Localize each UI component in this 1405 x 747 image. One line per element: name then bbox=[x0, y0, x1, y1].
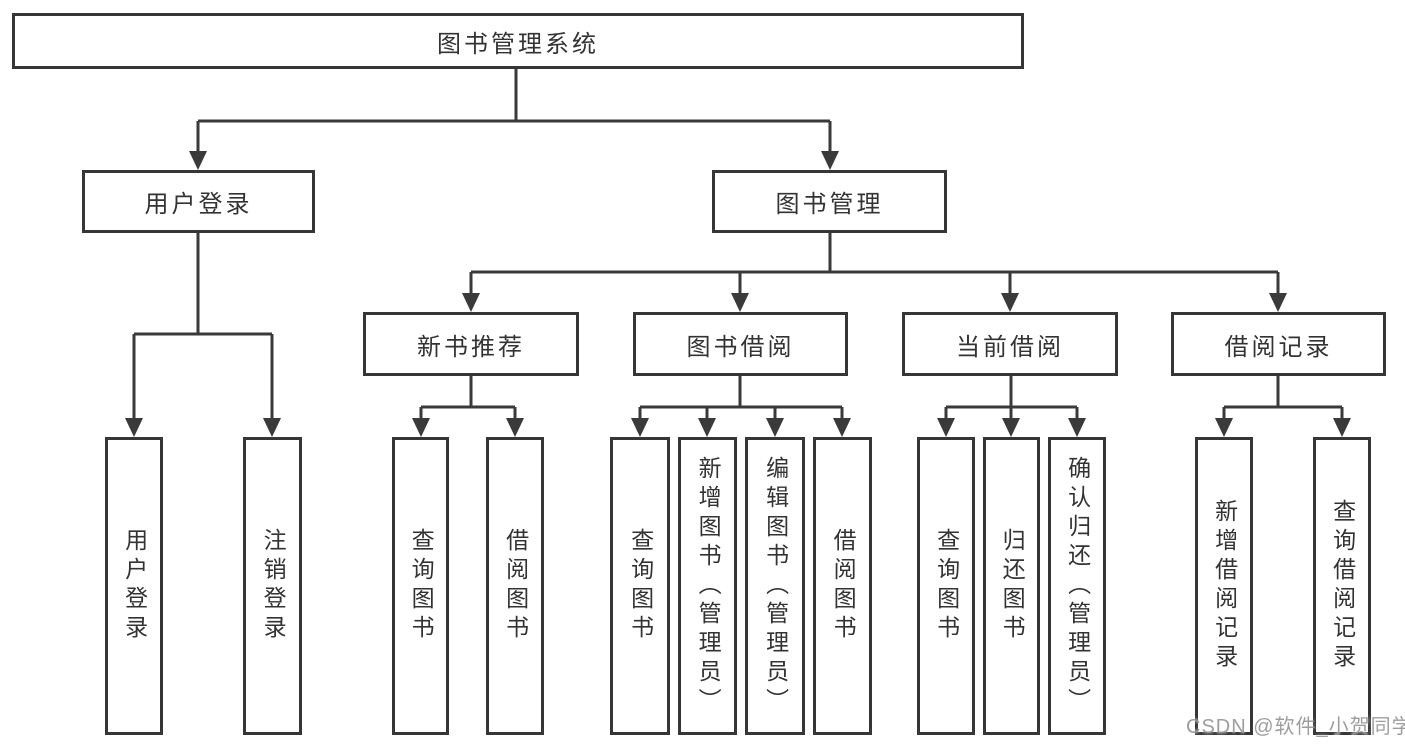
node-label: 借阅图书 bbox=[502, 528, 529, 644]
node-label: 用户登录 bbox=[121, 528, 148, 644]
node-user-login: 用户登录 bbox=[82, 170, 315, 233]
node-label: 归还图书 bbox=[999, 528, 1026, 644]
node-label: 查询借阅记录 bbox=[1329, 499, 1356, 673]
node-label: 查询图书 bbox=[933, 528, 960, 644]
node-leaf-user-login: 用户登录 bbox=[105, 437, 163, 735]
node-root: 图书管理系统 bbox=[12, 13, 1024, 69]
node-leaf-nb-query-books: 查询图书 bbox=[392, 437, 449, 735]
node-leaf-bb-query-books: 查询图书 bbox=[610, 437, 670, 735]
connector-borrowrecord-to-leaves bbox=[1215, 376, 1351, 437]
csdn-watermark: CSDN @软件_小贺同学 bbox=[1186, 716, 1405, 738]
node-borrow-record: 借阅记录 bbox=[1171, 312, 1386, 376]
node-label: 新增图书（管理员） bbox=[695, 455, 722, 717]
node-label: 借阅图书 bbox=[830, 528, 857, 644]
node-label: 查询图书 bbox=[408, 528, 435, 644]
node-label: 注销登录 bbox=[260, 528, 287, 644]
node-leaf-br-query-record: 查询借阅记录 bbox=[1313, 437, 1371, 735]
connector-currentborrow-to-leaves bbox=[937, 376, 1086, 437]
connector-userlogin-to-leaves bbox=[125, 233, 281, 437]
node-label: 新增借阅记录 bbox=[1211, 499, 1238, 673]
node-leaf-bb-edit-books-admin: 编辑图书（管理员） bbox=[745, 437, 805, 735]
node-book-borrow: 图书借阅 bbox=[633, 312, 848, 376]
node-leaf-cb-return-books: 归还图书 bbox=[983, 437, 1040, 735]
node-book-management: 图书管理 bbox=[712, 170, 947, 233]
node-new-book-recommend: 新书推荐 bbox=[363, 312, 579, 376]
node-label: 查询图书 bbox=[627, 528, 654, 644]
node-leaf-cb-query-books: 查询图书 bbox=[917, 437, 975, 735]
node-leaf-bb-add-books-admin: 新增图书（管理员） bbox=[678, 437, 737, 735]
node-leaf-cb-confirm-return-admin: 确认归还（管理员） bbox=[1048, 437, 1106, 735]
node-leaf-nb-borrow-books: 借阅图书 bbox=[486, 437, 544, 735]
connector-root-to-level2 bbox=[189, 69, 839, 170]
node-label: 编辑图书（管理员） bbox=[762, 455, 789, 717]
node-label: 确认归还（管理员） bbox=[1064, 455, 1091, 717]
node-leaf-logout: 注销登录 bbox=[243, 437, 302, 735]
node-leaf-bb-borrow-books: 借阅图书 bbox=[813, 437, 872, 735]
node-current-borrow: 当前借阅 bbox=[902, 312, 1118, 376]
connector-bookborrow-to-leaves bbox=[631, 376, 851, 437]
connector-bookmgmt-to-level3 bbox=[462, 233, 1287, 312]
connector-newbook-to-leaves bbox=[412, 376, 524, 437]
node-leaf-br-add-record: 新增借阅记录 bbox=[1195, 437, 1253, 735]
